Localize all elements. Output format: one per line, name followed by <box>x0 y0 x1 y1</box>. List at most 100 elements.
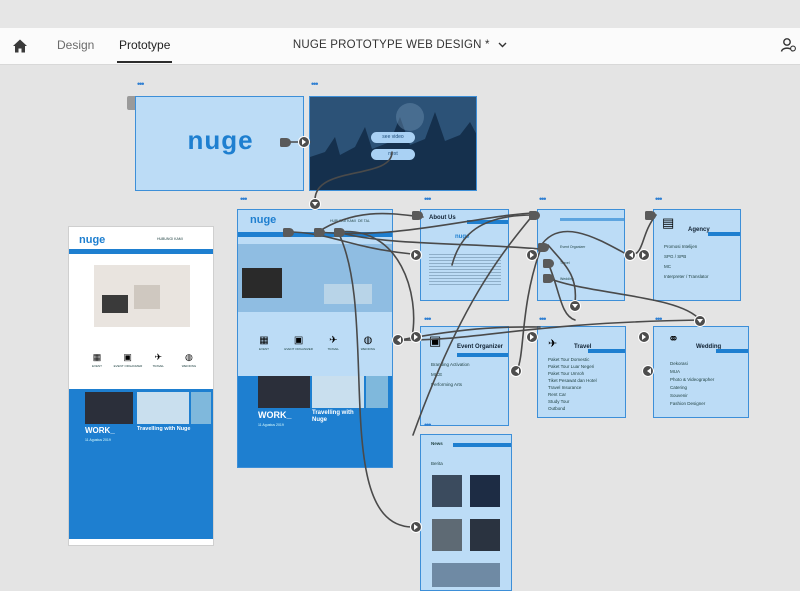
link-arrow-icon[interactable] <box>410 331 422 343</box>
artboard-news[interactable]: News Berita <box>420 434 512 591</box>
link-arrow-icon[interactable] <box>526 331 538 343</box>
artboard-menu-icon[interactable]: ••• <box>240 194 248 204</box>
home-nav-link[interactable]: HUBUNGI KAMI <box>330 219 356 223</box>
travel-menu-item[interactable]: Travel <box>560 261 570 265</box>
preview-nav-link[interactable]: HUBUNGI KAMI <box>157 237 183 241</box>
crowd-image <box>310 97 476 190</box>
news-thumb[interactable] <box>470 519 500 551</box>
home-icon[interactable] <box>11 37 29 55</box>
artboard-agency[interactable]: ▤ Agency Promosi Intelijen SPG / SPB MC … <box>653 209 741 301</box>
service-label: WEDDING <box>360 347 376 351</box>
artboard-event-organizer[interactable]: ▣ Event Organizer Branding Activation MI… <box>420 326 509 426</box>
artboard-menu-icon[interactable]: ••• <box>539 314 547 324</box>
link-arrow-icon[interactable] <box>410 249 422 261</box>
wedding-item: Fashion Designer <box>670 401 706 406</box>
interaction-handle[interactable] <box>280 138 291 147</box>
agency-icon: ▤ <box>662 215 675 230</box>
artboard-video[interactable]: see video next <box>309 96 477 191</box>
preview-services: ▦EVENT ▣EVENT ORGANIZER ✈TRAVEL ◍WEDDING <box>83 352 203 376</box>
interaction-handle[interactable] <box>645 211 656 220</box>
travel-item: Paket Tour Umroh <box>548 371 585 376</box>
calendar-icon: ▣ <box>429 333 442 348</box>
interaction-handle[interactable] <box>314 228 325 237</box>
artboard-splash[interactable]: nuge <box>135 96 304 191</box>
wedding-item: Catering <box>670 385 688 390</box>
next-button[interactable]: next <box>371 149 415 160</box>
link-arrow-icon[interactable] <box>624 249 636 261</box>
home-marker[interactable] <box>127 96 135 110</box>
wedding-icon: ⚭ <box>668 331 679 346</box>
travel-item: Rent Car <box>548 392 567 397</box>
link-arrow-icon[interactable] <box>298 136 310 148</box>
link-arrow-icon[interactable] <box>638 249 650 261</box>
travel-menu-item[interactable]: Wedding <box>560 277 574 281</box>
event-item: Performing Arts <box>431 382 463 387</box>
travel-item: Paket Tour Luar Negeri <box>548 364 595 369</box>
link-arrow-icon[interactable] <box>526 249 538 261</box>
travel-item: Paket Tour Domestic <box>548 357 590 362</box>
artboard-about[interactable]: About Us nuge <box>420 209 509 301</box>
artboard-menu-icon[interactable]: ••• <box>424 194 432 204</box>
link-arrow-icon[interactable] <box>638 331 650 343</box>
travel-item: Travel Insurance <box>548 385 582 390</box>
user-icon[interactable] <box>780 37 796 53</box>
document-title[interactable]: NUGE PROTOTYPE WEB DESIGN * <box>292 39 490 51</box>
artboard-menu-icon[interactable]: ••• <box>424 420 432 430</box>
interaction-handle[interactable] <box>334 228 345 237</box>
artboard-home[interactable]: nuge HUBUNGI KAMI DE TAL ▦EVENT ▣EVENT O… <box>237 209 393 468</box>
news-thumb[interactable] <box>470 475 500 507</box>
wedding-item: Souvenir <box>670 393 688 398</box>
agency-item: MC <box>664 264 671 269</box>
link-arrow-icon[interactable] <box>642 365 654 377</box>
wedding-item: Dekorasi <box>670 361 688 366</box>
interaction-handle[interactable] <box>283 228 294 237</box>
agency-item: Promosi Intelijen <box>664 244 698 249</box>
link-arrow-icon[interactable] <box>694 315 706 327</box>
service-label: TRAVEL <box>152 364 165 368</box>
preview-blog-section: WORK_ Travelling with Nuge 11 Agustus 20… <box>69 389 213 539</box>
news-thumb[interactable] <box>432 519 462 551</box>
link-arrow-icon[interactable] <box>569 300 581 312</box>
interaction-handle[interactable] <box>412 211 423 220</box>
tab-prototype[interactable]: Prototype <box>116 38 173 63</box>
news-thumb[interactable] <box>432 475 462 507</box>
home-hero-image <box>238 244 392 312</box>
news-heading: News <box>431 441 443 446</box>
preview-travel-title: Travelling with Nuge <box>137 426 191 432</box>
interaction-handle[interactable] <box>529 211 540 220</box>
preview-date: 11 Agustus 2019 <box>85 438 111 442</box>
artboard-menu-icon[interactable]: ••• <box>655 314 663 324</box>
link-arrow-icon[interactable] <box>410 521 422 533</box>
service-label: EVENT <box>91 364 102 368</box>
artboard-travel[interactable]: ✈ Travel Paket Tour Domestic Paket Tour … <box>537 326 626 418</box>
artboard-preview[interactable]: nuge HUBUNGI KAMI ▦EVENT ▣EVENT ORGANIZE… <box>68 226 214 546</box>
service-label: EVENT ORGANIZER <box>284 347 313 351</box>
artboard-menu-icon[interactable]: ••• <box>539 194 547 204</box>
link-arrow-icon[interactable] <box>392 334 404 346</box>
link-arrow-icon[interactable] <box>309 198 321 210</box>
preview-hero-image <box>94 265 190 327</box>
title-bar <box>0 0 800 28</box>
artboard-wedding[interactable]: ⚭ Wedding Dekorasi MUA Photo & Videograp… <box>653 326 749 418</box>
plane-icon: ✈ <box>548 338 558 350</box>
home-nav-link[interactable]: DE TAL <box>358 219 370 223</box>
travel-menu-item[interactable]: Event Organizer <box>560 245 586 249</box>
agency-heading: Agency <box>688 227 710 233</box>
prototype-canvas[interactable]: ••• nuge ••• see video next nuge HUBUNGI… <box>0 65 800 591</box>
agency-item: SPG / SPB <box>664 254 687 259</box>
interaction-handle[interactable] <box>538 243 549 252</box>
artboard-menu-icon[interactable]: ••• <box>137 79 145 89</box>
artboard-menu-icon[interactable]: ••• <box>655 194 663 204</box>
chevron-down-icon[interactable] <box>498 42 507 48</box>
link-arrow-icon[interactable] <box>510 365 522 377</box>
agency-item: Interpreter / Translator <box>664 274 709 279</box>
tab-design[interactable]: Design <box>57 38 95 52</box>
see-video-button[interactable]: see video <box>371 132 415 143</box>
travel-item: Outbond <box>548 406 566 411</box>
artboard-travel-menu[interactable]: Event Organizer Travel Wedding <box>537 209 625 301</box>
interaction-handle[interactable] <box>543 274 554 283</box>
interaction-handle[interactable] <box>543 259 554 268</box>
news-thumb[interactable] <box>432 563 500 587</box>
artboard-menu-icon[interactable]: ••• <box>311 79 319 89</box>
artboard-menu-icon[interactable]: ••• <box>424 314 432 324</box>
